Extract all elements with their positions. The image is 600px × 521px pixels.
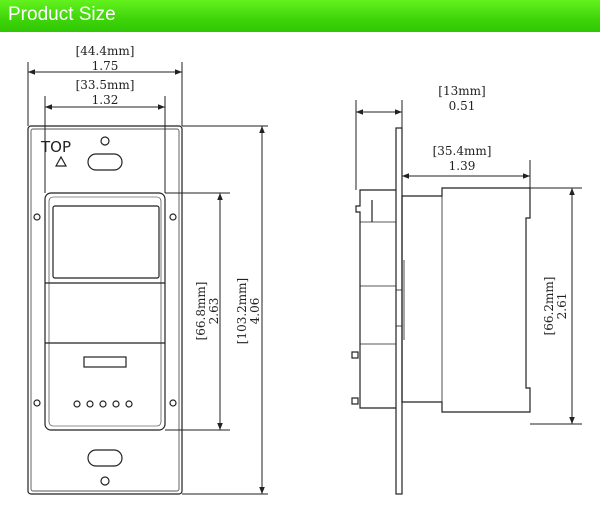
right-upper-hole (169, 213, 177, 221)
display-slot (83, 356, 127, 368)
top-screw-hole (100, 136, 110, 146)
indicator-dot (86, 400, 94, 408)
section-title: Product Size (8, 4, 116, 25)
front-plate-outline (27, 125, 183, 495)
plate-depth-mm: [13mm] (438, 84, 485, 98)
section-header: Product Size (0, 0, 600, 32)
left-lower-hole (33, 399, 41, 407)
overall-height-in: 4.06 (248, 298, 262, 325)
indicator-dot (112, 400, 120, 408)
left-upper-hole (33, 213, 41, 221)
overall-width-in: 1.75 (92, 59, 119, 73)
indicator-dot (99, 400, 107, 408)
top-label: TOP (40, 138, 71, 156)
body-depth-in: 1.39 (449, 159, 476, 173)
body-height-mm: [66.2mm] (542, 277, 556, 336)
side-nub (351, 351, 359, 359)
top-triangle-icon (54, 155, 68, 167)
body-height-in: 2.61 (555, 293, 569, 320)
overall-width-mm: [44.4mm] (76, 44, 135, 58)
bottom-mount-slot (87, 449, 123, 467)
indicator-dot (73, 400, 81, 408)
overall-height-mm: [103.2mm] (235, 278, 249, 344)
inner-height-mm: [66.8mm] (194, 282, 208, 341)
side-dimension-lines (355, 100, 582, 425)
front-view (27, 125, 183, 495)
indicator-dot (125, 400, 133, 408)
front-dimension-lines (27, 62, 268, 495)
side-front-bezel (355, 189, 396, 409)
side-plate (395, 127, 403, 495)
right-lower-hole (169, 399, 177, 407)
inner-width-mm: [33.5mm] (76, 78, 135, 92)
inner-height-in: 2.63 (207, 298, 221, 325)
device-body (44, 192, 166, 431)
inner-width-in: 1.32 (92, 93, 119, 107)
device-body-inner (48, 196, 162, 427)
bottom-screw-hole (100, 476, 110, 486)
side-view (351, 127, 531, 495)
plate-clip (395, 289, 403, 327)
top-mount-slot (87, 153, 123, 171)
body-depth-mm: [35.4mm] (433, 144, 492, 158)
side-rear-body (401, 187, 531, 413)
plate-depth-in: 0.51 (449, 99, 476, 113)
side-nub (351, 397, 359, 405)
front-plate-inner-edge (30, 128, 180, 492)
sensor-lens-window (52, 205, 160, 279)
